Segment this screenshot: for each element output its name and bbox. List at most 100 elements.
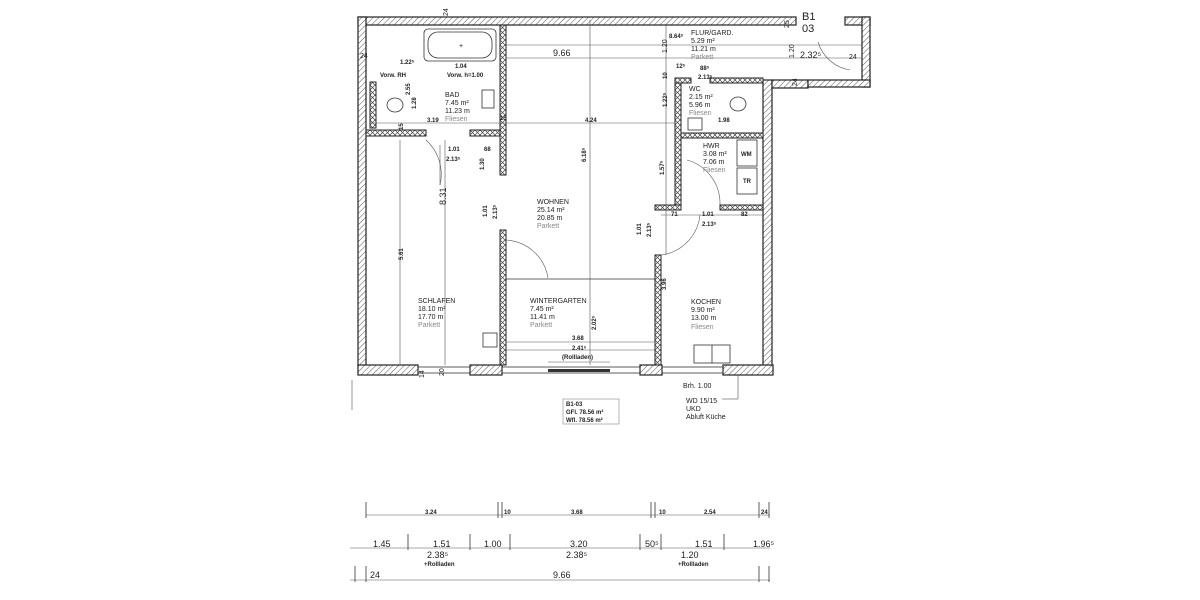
unit-label-number: 03 <box>802 23 814 35</box>
dryer-box <box>736 167 758 195</box>
dim: 14 <box>419 370 426 378</box>
dim: 2.13⁵ <box>698 75 713 81</box>
dim: 2.13⁵ <box>702 222 717 228</box>
dim: 1.57⁵ <box>660 160 666 175</box>
room-perimeter: 11.21 m <box>691 46 716 53</box>
room-wc: WC 2.15 m² 5.96 m Fliesen <box>689 86 713 117</box>
room-floor: Fliesen <box>691 324 714 331</box>
area-summary-box: B1-03 GFl. 78.56 m² Wfl. 78.56 m² <box>562 398 620 425</box>
summary-unit: B1-03 <box>566 402 583 408</box>
dim: 1.20 <box>681 550 699 560</box>
dim: Vorw. h=1.00 <box>447 73 484 79</box>
fixtures: + <box>386 28 758 364</box>
svg-text:+: + <box>459 43 463 50</box>
dim: 20 <box>439 368 446 376</box>
unit-label: B1 <box>802 11 815 23</box>
room-name: BAD <box>445 92 459 99</box>
room-area: 7.45 m² <box>530 306 554 313</box>
washer-box <box>736 139 758 167</box>
dim: 2.32⁵ <box>800 50 822 60</box>
dim: 24 <box>360 53 368 60</box>
sink-bad <box>481 89 495 109</box>
room-name: WINTERGARTEN <box>530 298 587 305</box>
dryer-label: TR <box>743 179 752 185</box>
dim: 50⁵ <box>645 539 659 549</box>
room-area: 7.45 m² <box>445 100 469 107</box>
dim: 5.61 <box>399 248 405 260</box>
abluft-note: Abluft Küche <box>686 414 726 421</box>
room-area: 18.10 m² <box>418 306 446 313</box>
room-name: KOCHEN <box>691 299 721 306</box>
dim: 68 <box>484 147 491 153</box>
dim: 3.68 <box>571 510 583 516</box>
washer-label: WM <box>741 152 752 158</box>
room-area: 3.08 m² <box>703 151 727 158</box>
dimension-lines <box>350 20 862 581</box>
dim: 88⁵ <box>700 66 710 72</box>
dim: 25 <box>784 20 791 28</box>
dim: 71 <box>671 212 678 218</box>
room-name: SCHLAFEN <box>418 298 455 305</box>
bathtub <box>423 28 497 62</box>
summary-wfl: Wfl. 78.56 m² <box>566 417 603 424</box>
dim: 1.01 <box>448 147 460 153</box>
room-area: 25.14 m² <box>537 207 565 214</box>
interior-walls <box>365 24 764 366</box>
dim: 3.96 <box>662 278 668 290</box>
dimension-ticks <box>354 502 770 582</box>
dim: 15 <box>399 123 405 130</box>
dim: 1.01 <box>483 205 489 217</box>
dim: 82 <box>741 212 748 218</box>
toilet-wc <box>729 96 747 112</box>
doors <box>425 41 851 279</box>
windows <box>417 366 724 374</box>
room-kochen: KOCHEN 9.90 m² 13.00 m Fliesen <box>691 299 721 331</box>
dim: 15 <box>500 116 507 122</box>
room-floor: Fliesen <box>703 167 726 174</box>
dim: 1.01 <box>702 212 714 218</box>
dim: 2.13⁵ <box>493 204 499 219</box>
dim: 9.66 <box>553 48 571 58</box>
dim: 3.19 <box>427 118 439 124</box>
dim: 1.22⁵ <box>400 60 415 66</box>
bottom-dimension-chain: 3.24 10 3.68 10 2.54 24 1.45 1.51 1.00 3… <box>370 510 775 580</box>
summary-gfl: GFl. 78.56 m² <box>566 409 603 416</box>
dim: 1.98 <box>718 118 730 124</box>
brh-note: Brh. 1.00 <box>683 383 712 390</box>
dim: 2.13⁵ <box>446 157 461 163</box>
dim: 3.20 <box>570 539 588 549</box>
room-bad: BAD 7.45 m² 11.23 m Fliesen <box>445 92 470 123</box>
plan-dimensions: 9.66 24 24 24 25 24 2.32⁵ 1.20 1.20 8.64… <box>360 8 857 378</box>
dim: 1.04 <box>455 64 467 70</box>
dim: 10 <box>504 510 511 516</box>
room-perimeter: 11.41 m <box>530 314 555 321</box>
dim: 1.20 <box>662 39 669 53</box>
dim: 1.30 <box>480 158 486 170</box>
dim: 1.51 <box>433 539 451 549</box>
dim: 2.38⁵ <box>427 550 449 560</box>
rollladen-note: (Rollladen) <box>562 355 593 361</box>
room-area: 9.90 m² <box>691 307 715 314</box>
dim: 1.45 <box>373 539 391 549</box>
dim: 12⁵ <box>676 64 686 70</box>
ukd-note: UKD <box>686 406 701 413</box>
dim: 1.51 <box>695 539 713 549</box>
room-hwr: HWR 3.08 m² 7.06 m Fliesen WM TR <box>703 143 752 185</box>
toilet-bad <box>386 97 404 113</box>
room-wintergarten: WINTERGARTEN 7.45 m² 11.41 m Parkett <box>530 298 587 329</box>
dim: 4.24 <box>585 118 597 124</box>
dim: 1.96⁵ <box>753 539 775 549</box>
dim: 1.28 <box>412 97 418 109</box>
room-perimeter: 17.70 m <box>418 314 443 321</box>
dim: 9.66 <box>553 570 571 580</box>
room-floor: Fliesen <box>689 110 712 117</box>
room-name: FLUR/GARD. <box>691 30 733 37</box>
room-name: HWR <box>703 143 720 150</box>
dim: 2.13⁵ <box>647 222 653 237</box>
room-perimeter: 20.85 m <box>537 215 562 222</box>
dim: 2.54 <box>704 510 716 516</box>
dim: 10 <box>663 72 669 79</box>
dim: 1.20 <box>789 44 796 58</box>
room-floor: Parkett <box>530 322 552 329</box>
